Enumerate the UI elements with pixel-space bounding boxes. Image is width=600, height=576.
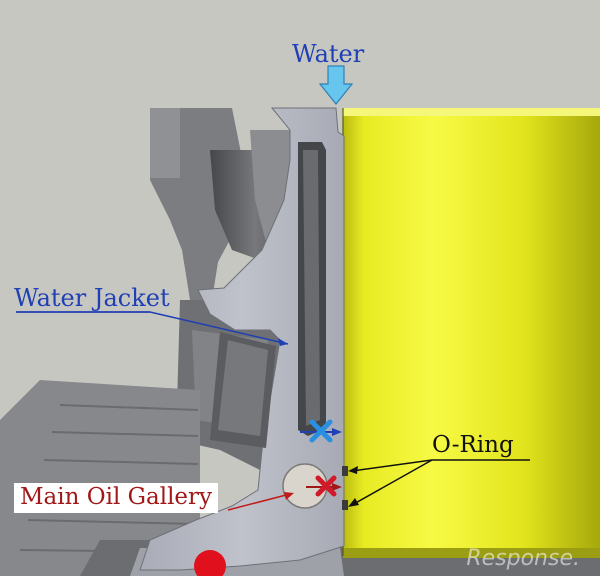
o-ring-seals bbox=[342, 466, 348, 510]
watermark-logo: Response. bbox=[466, 546, 580, 571]
blocked-water-mark-icon bbox=[300, 419, 342, 443]
o-ring-leader bbox=[348, 459, 530, 507]
water-jacket-leader bbox=[16, 311, 289, 346]
water-jacket-label: Water Jacket bbox=[14, 284, 170, 312]
water-inlet-arrow bbox=[318, 65, 354, 105]
oil-gallery-leader bbox=[227, 492, 294, 511]
o-ring-label: O-Ring bbox=[432, 432, 514, 458]
blocked-oil-mark-icon bbox=[306, 475, 342, 497]
water-label: Water bbox=[292, 40, 365, 68]
engine-block-section bbox=[139, 107, 345, 576]
cylinder-liner bbox=[342, 108, 600, 558]
main-oil-gallery-label: Main Oil Gallery bbox=[14, 483, 219, 513]
